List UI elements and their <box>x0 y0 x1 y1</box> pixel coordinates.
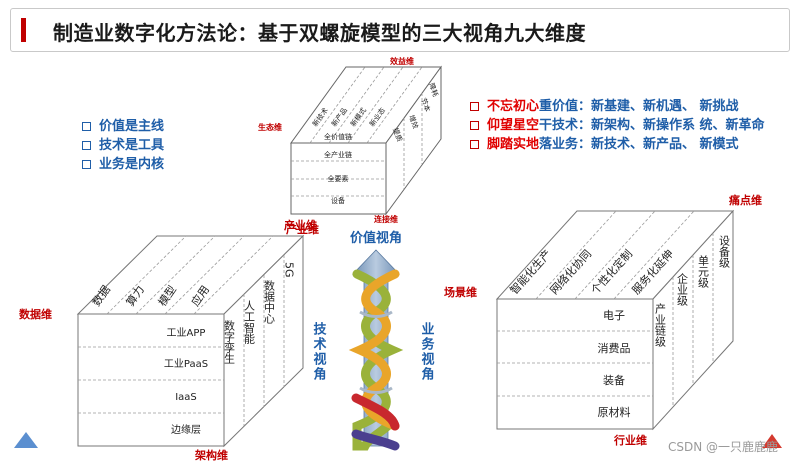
square-bullet-icon <box>82 160 91 169</box>
helix-rung-icon <box>359 310 393 318</box>
list-item-highlight: 脚踏实地 <box>487 137 540 152</box>
corner-triangle-icon <box>762 434 782 448</box>
biz-cube: 场景维 痛点维 行业维 智能化生产 网络化协同 个性化定制 服务化延伸 电子 消… <box>444 193 762 447</box>
list-item: 仰望星空干技术：新架构、新操作系 统、新革命 <box>470 116 770 135</box>
biz-cube-front-face <box>496 298 654 430</box>
tech-cube-side-item: 数据中心 <box>263 280 276 324</box>
list-item-text: 价值是主线 <box>99 119 165 134</box>
value-cube-front-face <box>290 142 387 215</box>
tech-cube-left-label: 数据维 <box>19 307 52 321</box>
value-cube-row: 全产业链 <box>324 150 352 159</box>
corner-triangle-icon <box>14 432 38 448</box>
biz-view-title: 业务视角 <box>419 321 435 382</box>
square-bullet-icon <box>470 140 479 149</box>
watermark: CSDN @一只鹿鹿鹿 <box>668 440 779 454</box>
tech-view-title: 技术视角 <box>311 321 328 382</box>
title-box: 制造业数字化方法论：基于双螺旋模型的三大视角九大维度 <box>10 8 790 52</box>
biz-cube-left-label: 场景维 <box>444 285 477 299</box>
tech-cube-bottom-label: 架构维 <box>194 448 228 462</box>
biz-cube-bottom-label: 行业维 <box>613 433 647 447</box>
page-title: 制造业数字化方法论：基于双螺旋模型的三大视角九大维度 <box>53 21 586 45</box>
biz-cube-side-item: 企业级 <box>676 272 689 307</box>
list-item-highlight: 仰望星空 <box>487 118 540 133</box>
value-cube-bottom-label: 产业维 <box>284 218 317 232</box>
biz-cube-side-item: 单元级 <box>697 255 710 289</box>
list-item-text: 重价值：新基建、新机遇、 新挑战 <box>539 99 739 114</box>
value-cube: 效益维 生态维 连接维 产业维 新技术 新产品 新模式 新业态 全价值链 全产业… <box>258 56 442 246</box>
list-item-text: 落业务：新技术、新产品、 新模式 <box>539 137 739 152</box>
list-item-highlight: 不忘初心 <box>487 99 540 114</box>
tech-cube: 数据维 产业维 架构维 数据 算力 模型 应用 工业APP 工业PaaS Iaa… <box>19 222 319 462</box>
tech-cube-side-item: 数字孪生 <box>223 320 236 364</box>
tech-cube-row: IaaS <box>175 392 197 403</box>
value-cube-left-label: 生态维 <box>258 122 282 132</box>
value-cube-top-label: 效益维 <box>390 56 414 66</box>
biz-cube-row: 原材料 <box>598 405 631 419</box>
square-bullet-icon <box>82 141 91 150</box>
tech-cube-side-item: 人工智能 <box>243 300 256 345</box>
list-item: 不忘初心重价值：新基建、新机遇、 新挑战 <box>470 97 770 116</box>
title-accent-bar <box>21 18 26 42</box>
biz-cube-side-item: 设备级 <box>718 235 731 269</box>
tech-cube-side-item: 5G <box>283 262 296 278</box>
biz-cube-row: 电子 <box>603 309 625 322</box>
tech-cube-row: 工业PaaS <box>164 358 208 370</box>
biz-cube-top-label: 痛点维 <box>728 193 762 207</box>
tech-cube-row: 工业APP <box>167 327 206 339</box>
square-bullet-icon <box>82 122 91 131</box>
left-bullet-list: 价值是主线 技术是工具 业务是内核 <box>82 117 164 174</box>
value-cube-row: 设备 <box>331 196 345 205</box>
list-item-text: 干技术：新架构、新操作系 统、新革命 <box>539 118 765 133</box>
square-bullet-icon <box>470 102 479 111</box>
biz-cube-row: 消费品 <box>598 341 631 355</box>
value-cube-row: 全价值链 <box>324 132 352 141</box>
value-cube-connect-label: 连接维 <box>374 214 398 224</box>
list-item: 价值是主线 <box>82 117 164 136</box>
list-item: 业务是内核 <box>82 155 164 174</box>
list-item-text: 技术是工具 <box>99 138 165 153</box>
helix-rung-icon <box>359 386 393 394</box>
double-helix-arrow <box>348 249 404 451</box>
value-view-title: 价值视角 <box>350 230 402 246</box>
list-item: 脚踏实地落业务：新技术、新产品、 新模式 <box>470 135 770 154</box>
value-cube-row: 全要素 <box>328 174 349 183</box>
tech-cube-top-label: 产业维 <box>286 222 319 236</box>
list-item-text: 业务是内核 <box>99 157 165 172</box>
right-bullet-list: 不忘初心重价值：新基建、新机遇、 新挑战 仰望星空干技术：新架构、新操作系 统、… <box>470 97 770 154</box>
helix-strand-icon <box>348 269 400 431</box>
square-bullet-icon <box>470 121 479 130</box>
biz-cube-side-item: 产业链级 <box>654 302 667 348</box>
helix-strand-icon <box>351 393 400 431</box>
tech-cube-row: 边缘层 <box>171 423 201 436</box>
list-item: 技术是工具 <box>82 136 164 155</box>
biz-cube-row: 装备 <box>603 373 625 387</box>
helix-strand-icon <box>351 429 400 451</box>
